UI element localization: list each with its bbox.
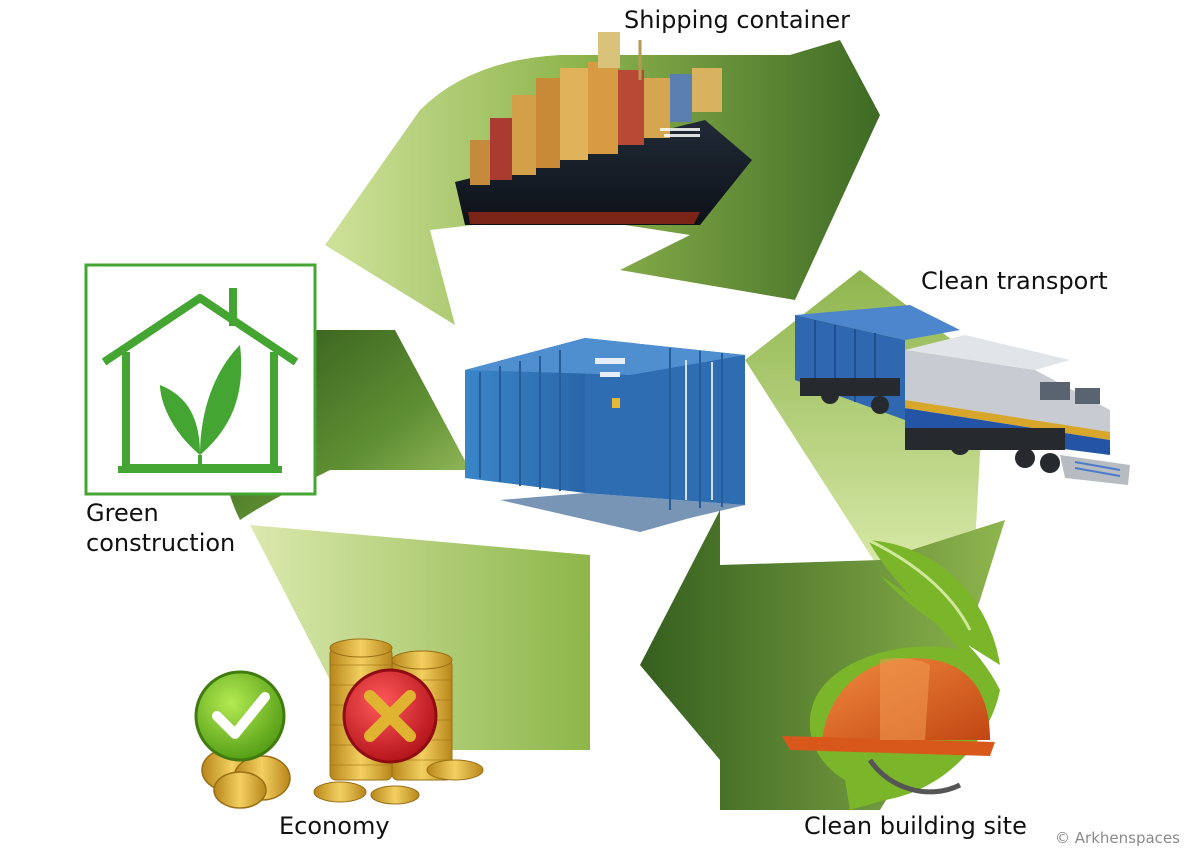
label-economy: Economy [279,812,390,840]
cross-mark-icon [342,668,438,764]
shipping-container-icon [465,338,745,532]
check-mark-icon [194,670,286,762]
label-shipping-container: Shipping container [624,6,851,34]
cargo-ship-icon [455,32,752,225]
hard-hat-icon [782,538,1000,810]
label-green-construction: Green construction [86,499,236,557]
label-clean-transport: Clean transport [921,267,1108,295]
copyright-notice: © Arkhenspaces [1055,829,1180,847]
locomotive-icon [795,305,1130,485]
label-clean-building-site: Clean building site [804,812,1027,840]
green-house-icon [84,263,317,496]
recycle-arrow-bottom-left [250,525,590,750]
